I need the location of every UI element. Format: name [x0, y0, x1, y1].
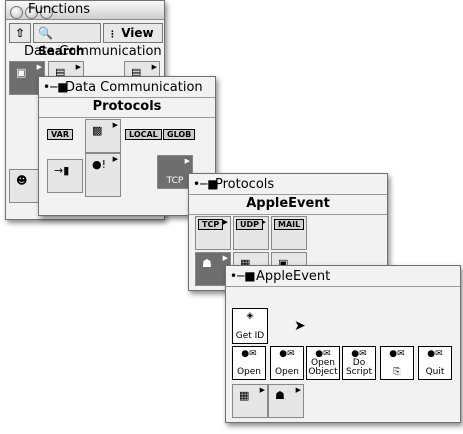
- window-controls[interactable]: [10, 4, 55, 23]
- submenu-arrow-icon: ▶: [259, 386, 265, 394]
- ae-subpalette-tile-1[interactable]: ▶ ▦: [232, 384, 268, 418]
- submenu-arrow-icon: ▶: [36, 63, 42, 71]
- submenu-arrow-icon: ▶: [112, 121, 118, 129]
- panel-icon: ▦: [239, 389, 250, 402]
- search-button[interactable]: 🔍 Search: [33, 23, 101, 58]
- udp-label: UDP: [236, 219, 263, 230]
- submenu-arrow-icon: ▶: [260, 218, 266, 226]
- mail-protocol-tile[interactable]: ▶ MAIL: [271, 216, 307, 250]
- submenu-arrow-icon: ▶: [184, 157, 190, 165]
- protocols-tile-image[interactable]: ▶ ▩: [85, 119, 121, 153]
- open-document-label: Open: [274, 367, 300, 377]
- print-icon[interactable]: ●✉ ⎘: [380, 346, 414, 380]
- open-panel-icon[interactable]: ●✉ Open: [232, 346, 266, 380]
- appleevent-icon: ☗: [275, 389, 285, 402]
- separator: [189, 214, 387, 215]
- appleevent-palette: •─■ AppleEvent ◈ Get ID ➤ ●✉ Open ●✉ Ope…: [225, 265, 461, 423]
- mail-label: MAIL: [274, 219, 305, 230]
- protocols-palette-title: Protocols: [215, 177, 275, 192]
- data-communication-palette-title: Data Communication: [65, 80, 203, 95]
- do-script-label: Do Script: [345, 358, 373, 377]
- notifier-tile[interactable]: ▶ ●!: [85, 153, 121, 197]
- submenu-arrow-icon: ▶: [112, 155, 118, 163]
- appleevent-title: AppleEvent: [246, 196, 330, 211]
- tcp-label: TCP: [198, 219, 224, 230]
- panel-icon: ▤: [55, 66, 66, 79]
- get-id-icon[interactable]: ◈ Get ID: [232, 308, 268, 344]
- view-icon: ⋮: [108, 30, 117, 40]
- functions-titlebar[interactable]: Functions: [6, 1, 164, 20]
- applet-glyph-icon: ●✉: [279, 349, 295, 359]
- search-icon: 🔍: [38, 26, 53, 40]
- submenu-arrow-icon: ▶: [222, 254, 228, 262]
- data-communication-title: Data Communication: [24, 44, 162, 59]
- submenu-arrow-icon: ▶: [222, 218, 228, 226]
- get-id-label: Get ID: [235, 331, 265, 341]
- user-icon: ☻: [16, 174, 28, 187]
- open-object-icon[interactable]: ●✉ Open Object: [306, 346, 340, 380]
- appleevent-icon: ☗: [202, 257, 212, 270]
- tcp-tile[interactable]: ▶ TCP: [157, 155, 193, 189]
- udp-protocol-tile[interactable]: ▶ UDP: [233, 216, 269, 250]
- submenu-arrow-icon: ▶: [75, 63, 81, 71]
- close-button[interactable]: [10, 6, 23, 19]
- submenu-arrow-icon: ▶: [151, 63, 157, 71]
- network-icon: ▣: [16, 66, 27, 79]
- protocols-title: Protocols: [92, 99, 162, 114]
- quit-icon[interactable]: ●✉ Quit: [418, 346, 452, 380]
- applet-glyph-icon: ●✉: [315, 349, 331, 359]
- pin-icon[interactable]: •─■: [43, 80, 69, 94]
- computer-icon: ▤: [131, 66, 142, 79]
- open-panel-label: Open: [236, 367, 262, 377]
- target-icon: ◈: [246, 311, 254, 321]
- separator: [39, 97, 215, 98]
- ppc-icon: ▦: [240, 257, 251, 270]
- submenu-arrow-icon: ▶: [295, 386, 301, 394]
- functions-title: Functions: [28, 2, 91, 17]
- open-document-icon[interactable]: ●✉ Open: [270, 346, 304, 380]
- open-object-label: Open Object: [308, 358, 338, 377]
- search-label: Search: [38, 44, 85, 58]
- glob-tag[interactable]: GLOB: [163, 129, 196, 140]
- tcp-label: TCP: [166, 176, 184, 186]
- data-communication-palette: •─■ Data Communication Protocols VAR ▶ ▩…: [38, 76, 216, 216]
- pin-icon[interactable]: •─■: [230, 269, 256, 283]
- separator: [39, 117, 215, 118]
- printer-icon: ⎘: [393, 367, 401, 377]
- queue-icon: →▮: [54, 164, 70, 177]
- view-label: View: [121, 26, 154, 40]
- mouse-cursor-icon: ➤: [294, 318, 306, 334]
- applet-glyph-icon: ●✉: [351, 349, 367, 359]
- separator: [226, 286, 460, 287]
- applet-glyph-icon: ●✉: [389, 349, 405, 359]
- view-button[interactable]: ⋮ View: [103, 23, 163, 43]
- var-tag[interactable]: VAR: [47, 129, 73, 140]
- up-button[interactable]: ⇧: [9, 23, 31, 43]
- zoom-button[interactable]: [40, 6, 53, 19]
- applet-glyph-icon: ●✉: [241, 349, 257, 359]
- queue-tile[interactable]: →▮: [47, 159, 83, 193]
- ae-subpalette-tile-2[interactable]: ▶ ☗: [268, 384, 304, 418]
- appleevent-palette-title: AppleEvent: [256, 269, 331, 284]
- up-arrow-icon: ⇧: [14, 26, 26, 40]
- tcp-protocol-tile[interactable]: ▶ TCP: [195, 216, 231, 250]
- applet-glyph-icon: ●✉: [427, 349, 443, 359]
- pin-icon[interactable]: •─■: [193, 177, 219, 191]
- port-icon: ▣: [278, 257, 289, 270]
- notifier-icon: ●!: [92, 158, 107, 171]
- minimize-button[interactable]: [25, 6, 38, 19]
- separator: [189, 194, 387, 195]
- do-script-icon[interactable]: ●✉ Do Script: [342, 346, 376, 380]
- image-icon: ▩: [92, 124, 103, 137]
- quit-label: Quit: [425, 367, 445, 377]
- local-tag[interactable]: LOCAL: [125, 129, 162, 140]
